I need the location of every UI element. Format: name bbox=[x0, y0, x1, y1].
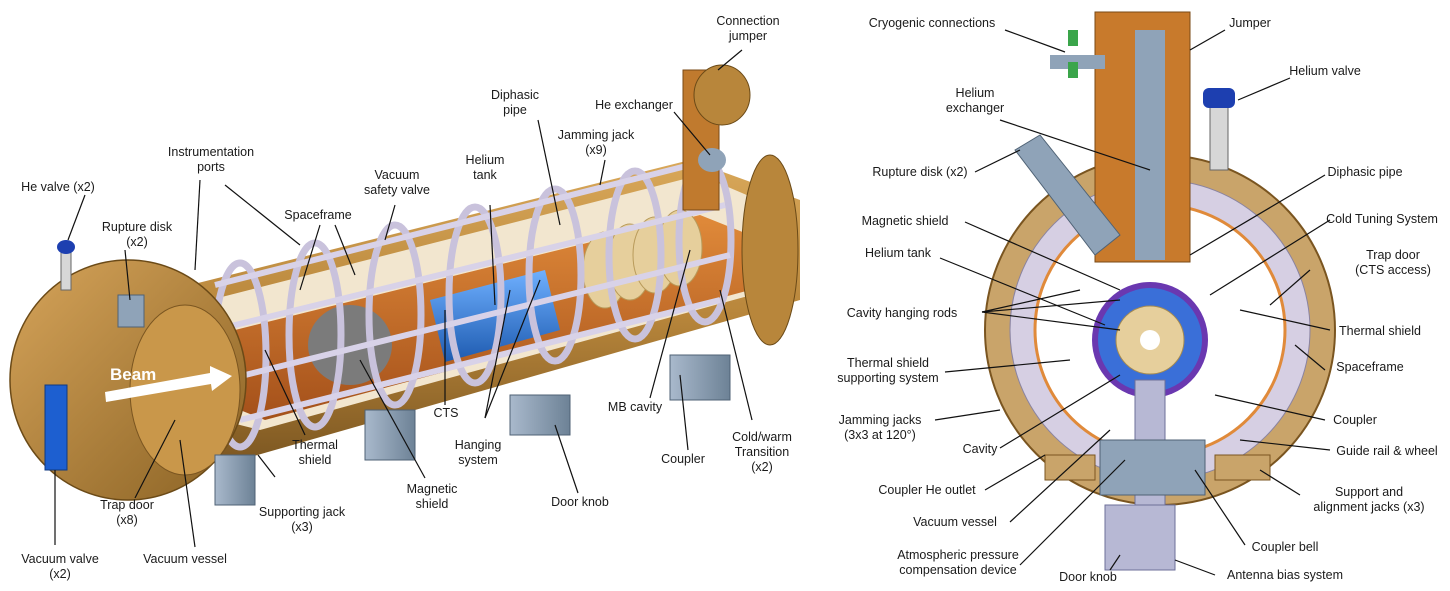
beam-arrow bbox=[105, 366, 232, 402]
he-exchanger-shape bbox=[698, 148, 726, 172]
label-coupler: Coupler bbox=[661, 452, 705, 466]
label-mb-cavity: MB cavity bbox=[607, 400, 663, 414]
label-supporting-jack: Supporting jack (x3) bbox=[258, 505, 346, 534]
label-trap-door: Trap door (x8) bbox=[100, 498, 154, 527]
label-diphasic-pipe-right: Diphasic pipe bbox=[1327, 165, 1403, 179]
label-rupture-disk: Rupture disk (x2) bbox=[101, 220, 173, 249]
support-jacks bbox=[214, 354, 731, 506]
left-cryomodule bbox=[9, 49, 800, 548]
label-thermal-shield-supporting-system: Thermal shield supporting system bbox=[837, 356, 939, 385]
label-hanging-system: Hanging system bbox=[454, 438, 502, 467]
label-cavity-right: Cavity bbox=[962, 442, 998, 456]
label-cold-tuning-system: Cold Tuning System bbox=[1326, 212, 1438, 226]
label-diphasic-pipe: Diphasic pipe bbox=[491, 88, 539, 117]
label-trap-door-right: Trap door (CTS access) bbox=[1355, 248, 1431, 277]
label-he-exchanger: He exchanger bbox=[595, 98, 673, 112]
rupture-disk-body bbox=[117, 294, 145, 328]
rupture-disk-pipe bbox=[1014, 134, 1121, 256]
label-vacuum-vessel: Vacuum vessel bbox=[143, 552, 227, 566]
he-valve-body bbox=[60, 249, 72, 291]
label-atmospheric-pressure-device: Atmospheric pressure compensation device bbox=[897, 548, 1019, 577]
label-cavity-hanging-rods: Cavity hanging rods bbox=[846, 306, 958, 320]
magnetic-shield-shape bbox=[308, 305, 392, 385]
label-helium-exchanger: Helium exchanger bbox=[945, 86, 1005, 115]
label-rupture-disk-right: Rupture disk (x2) bbox=[872, 165, 968, 179]
left-leader-lines bbox=[54, 49, 753, 548]
label-cts: CTS bbox=[433, 406, 459, 420]
label-coupler-he-outlet: Coupler He outlet bbox=[878, 483, 976, 497]
label-connection-jumper: Connection jumper bbox=[716, 14, 780, 43]
label-spaceframe: Spaceframe bbox=[284, 208, 352, 222]
label-door-knob: Door knob bbox=[551, 495, 609, 509]
spaceframe-rings bbox=[210, 154, 735, 451]
support-base-right bbox=[1214, 454, 1271, 481]
cavity-bore bbox=[1140, 330, 1160, 350]
label-jamming-jacks: Jamming jacks (3x3 at 120°) bbox=[838, 413, 922, 442]
label-instrumentation-ports: Instrumentation ports bbox=[167, 145, 255, 174]
label-magnetic-shield-right: Magnetic shield bbox=[861, 214, 949, 228]
label-he-valve: He valve (x2) bbox=[21, 180, 95, 194]
helium-valve-head bbox=[1203, 88, 1235, 108]
jumper-flange bbox=[693, 64, 751, 126]
label-coupler-bell: Coupler bell bbox=[1251, 540, 1319, 554]
label-guide-rail-wheel: Guide rail & wheel bbox=[1336, 444, 1438, 458]
jumper-inner bbox=[1135, 30, 1165, 260]
label-jumper: Jumper bbox=[1229, 16, 1271, 30]
label-coupler-right: Coupler bbox=[1333, 413, 1377, 427]
coupler-bell bbox=[1099, 439, 1206, 496]
cryo-green-1 bbox=[1068, 30, 1078, 46]
label-magnetic-shield: Magnetic shield bbox=[406, 482, 458, 511]
label-cold-warm-transition: Cold/warm Transition (x2) bbox=[732, 430, 792, 474]
label-jamming-jack: Jamming jack (x9) bbox=[557, 128, 635, 157]
label-thermal-shield: Thermal shield bbox=[292, 438, 338, 467]
back-end-cap bbox=[741, 154, 799, 346]
label-spaceframe-right: Spaceframe bbox=[1336, 360, 1404, 374]
cryo-green-2 bbox=[1068, 62, 1078, 78]
label-vacuum-valve: Vacuum valve (x2) bbox=[21, 552, 99, 581]
beam-label: Beam bbox=[110, 365, 157, 384]
label-vacuum-safety-valve: Vacuum safety valve bbox=[363, 168, 431, 197]
right-leader-lines bbox=[934, 29, 1331, 576]
label-door-knob-right: Door knob bbox=[1059, 570, 1117, 584]
label-helium-tank: Helium tank bbox=[465, 153, 505, 182]
he-valve-handle bbox=[57, 240, 75, 254]
label-support-alignment-jacks: Support and alignment jacks (x3) bbox=[1313, 485, 1425, 514]
spaceframe-rails bbox=[214, 157, 731, 423]
helium-valve-stem bbox=[1209, 104, 1229, 171]
label-vacuum-vessel-right: Vacuum vessel bbox=[913, 515, 997, 529]
label-thermal-shield-right: Thermal shield bbox=[1339, 324, 1421, 338]
label-antenna-bias-system: Antenna bias system bbox=[1226, 568, 1344, 582]
right-cross-section bbox=[934, 11, 1336, 576]
door-knob-shape bbox=[1104, 504, 1176, 571]
label-helium-tank-right: Helium tank bbox=[865, 246, 931, 260]
vacuum-valve-body bbox=[44, 384, 68, 471]
label-helium-valve: Helium valve bbox=[1289, 64, 1361, 78]
label-cryogenic-connections: Cryogenic connections bbox=[868, 16, 996, 30]
